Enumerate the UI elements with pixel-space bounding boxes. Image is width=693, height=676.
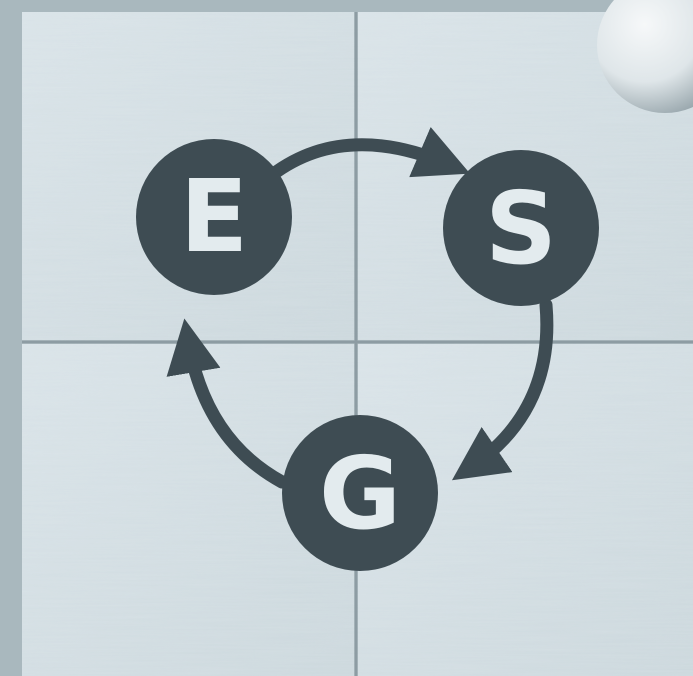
letter-g: G [319,435,401,552]
circle-s: S [443,150,599,306]
circle-e: E [136,139,292,295]
circle-g: G [282,415,438,571]
letter-e: E [180,158,248,275]
top-shadow-edge [0,0,693,12]
left-shadow-edge [0,0,22,676]
letter-s: S [485,170,557,287]
